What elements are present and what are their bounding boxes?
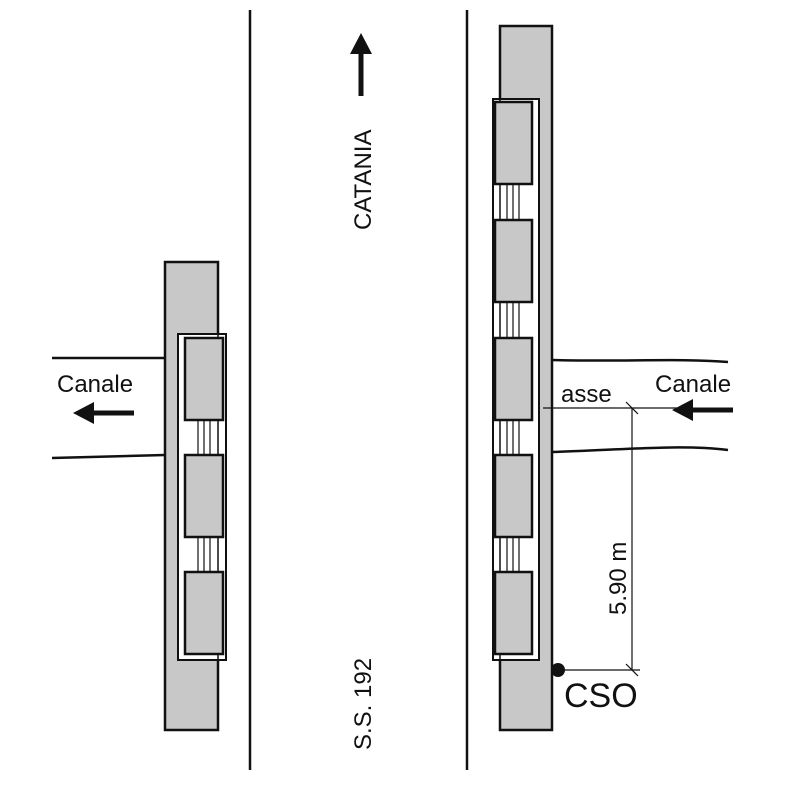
- right-joint-2: [506, 302, 520, 338]
- direction-label: CATANIA: [350, 130, 377, 230]
- distance-label: 5.90 m: [605, 542, 632, 615]
- right-segment-1: [493, 100, 534, 186]
- left-bridge: [163, 260, 227, 732]
- right-canal: [551, 358, 729, 454]
- left-joint-2: [197, 537, 211, 572]
- right-joint-1: [506, 184, 520, 220]
- sensor-dot-icon: [551, 663, 565, 677]
- canal-left-label: Canale: [57, 371, 133, 398]
- axis-label: asse: [561, 381, 612, 408]
- right-segment-5: [493, 570, 534, 656]
- flow-right-arrow-icon: [672, 399, 733, 421]
- left-segment-1: [183, 336, 225, 422]
- right-joint-3: [506, 420, 520, 455]
- left-joint-1: [197, 420, 211, 455]
- right-segment-4: [493, 453, 534, 539]
- left-canal: [51, 356, 166, 460]
- right-segment-3: [493, 336, 534, 422]
- canal-right-label: Canale: [655, 371, 731, 398]
- sensor-label: CSO: [564, 677, 638, 715]
- left-segment-2: [183, 453, 225, 539]
- north-arrow-icon: [350, 33, 372, 96]
- road-name-label: S.S. 192: [350, 658, 377, 750]
- flow-left-arrow-icon: [73, 402, 134, 424]
- left-segment-3: [183, 570, 225, 656]
- right-joint-4: [506, 537, 520, 572]
- right-bridge: [492, 24, 554, 732]
- axis-dimension: [543, 401, 677, 677]
- right-segment-2: [493, 218, 534, 304]
